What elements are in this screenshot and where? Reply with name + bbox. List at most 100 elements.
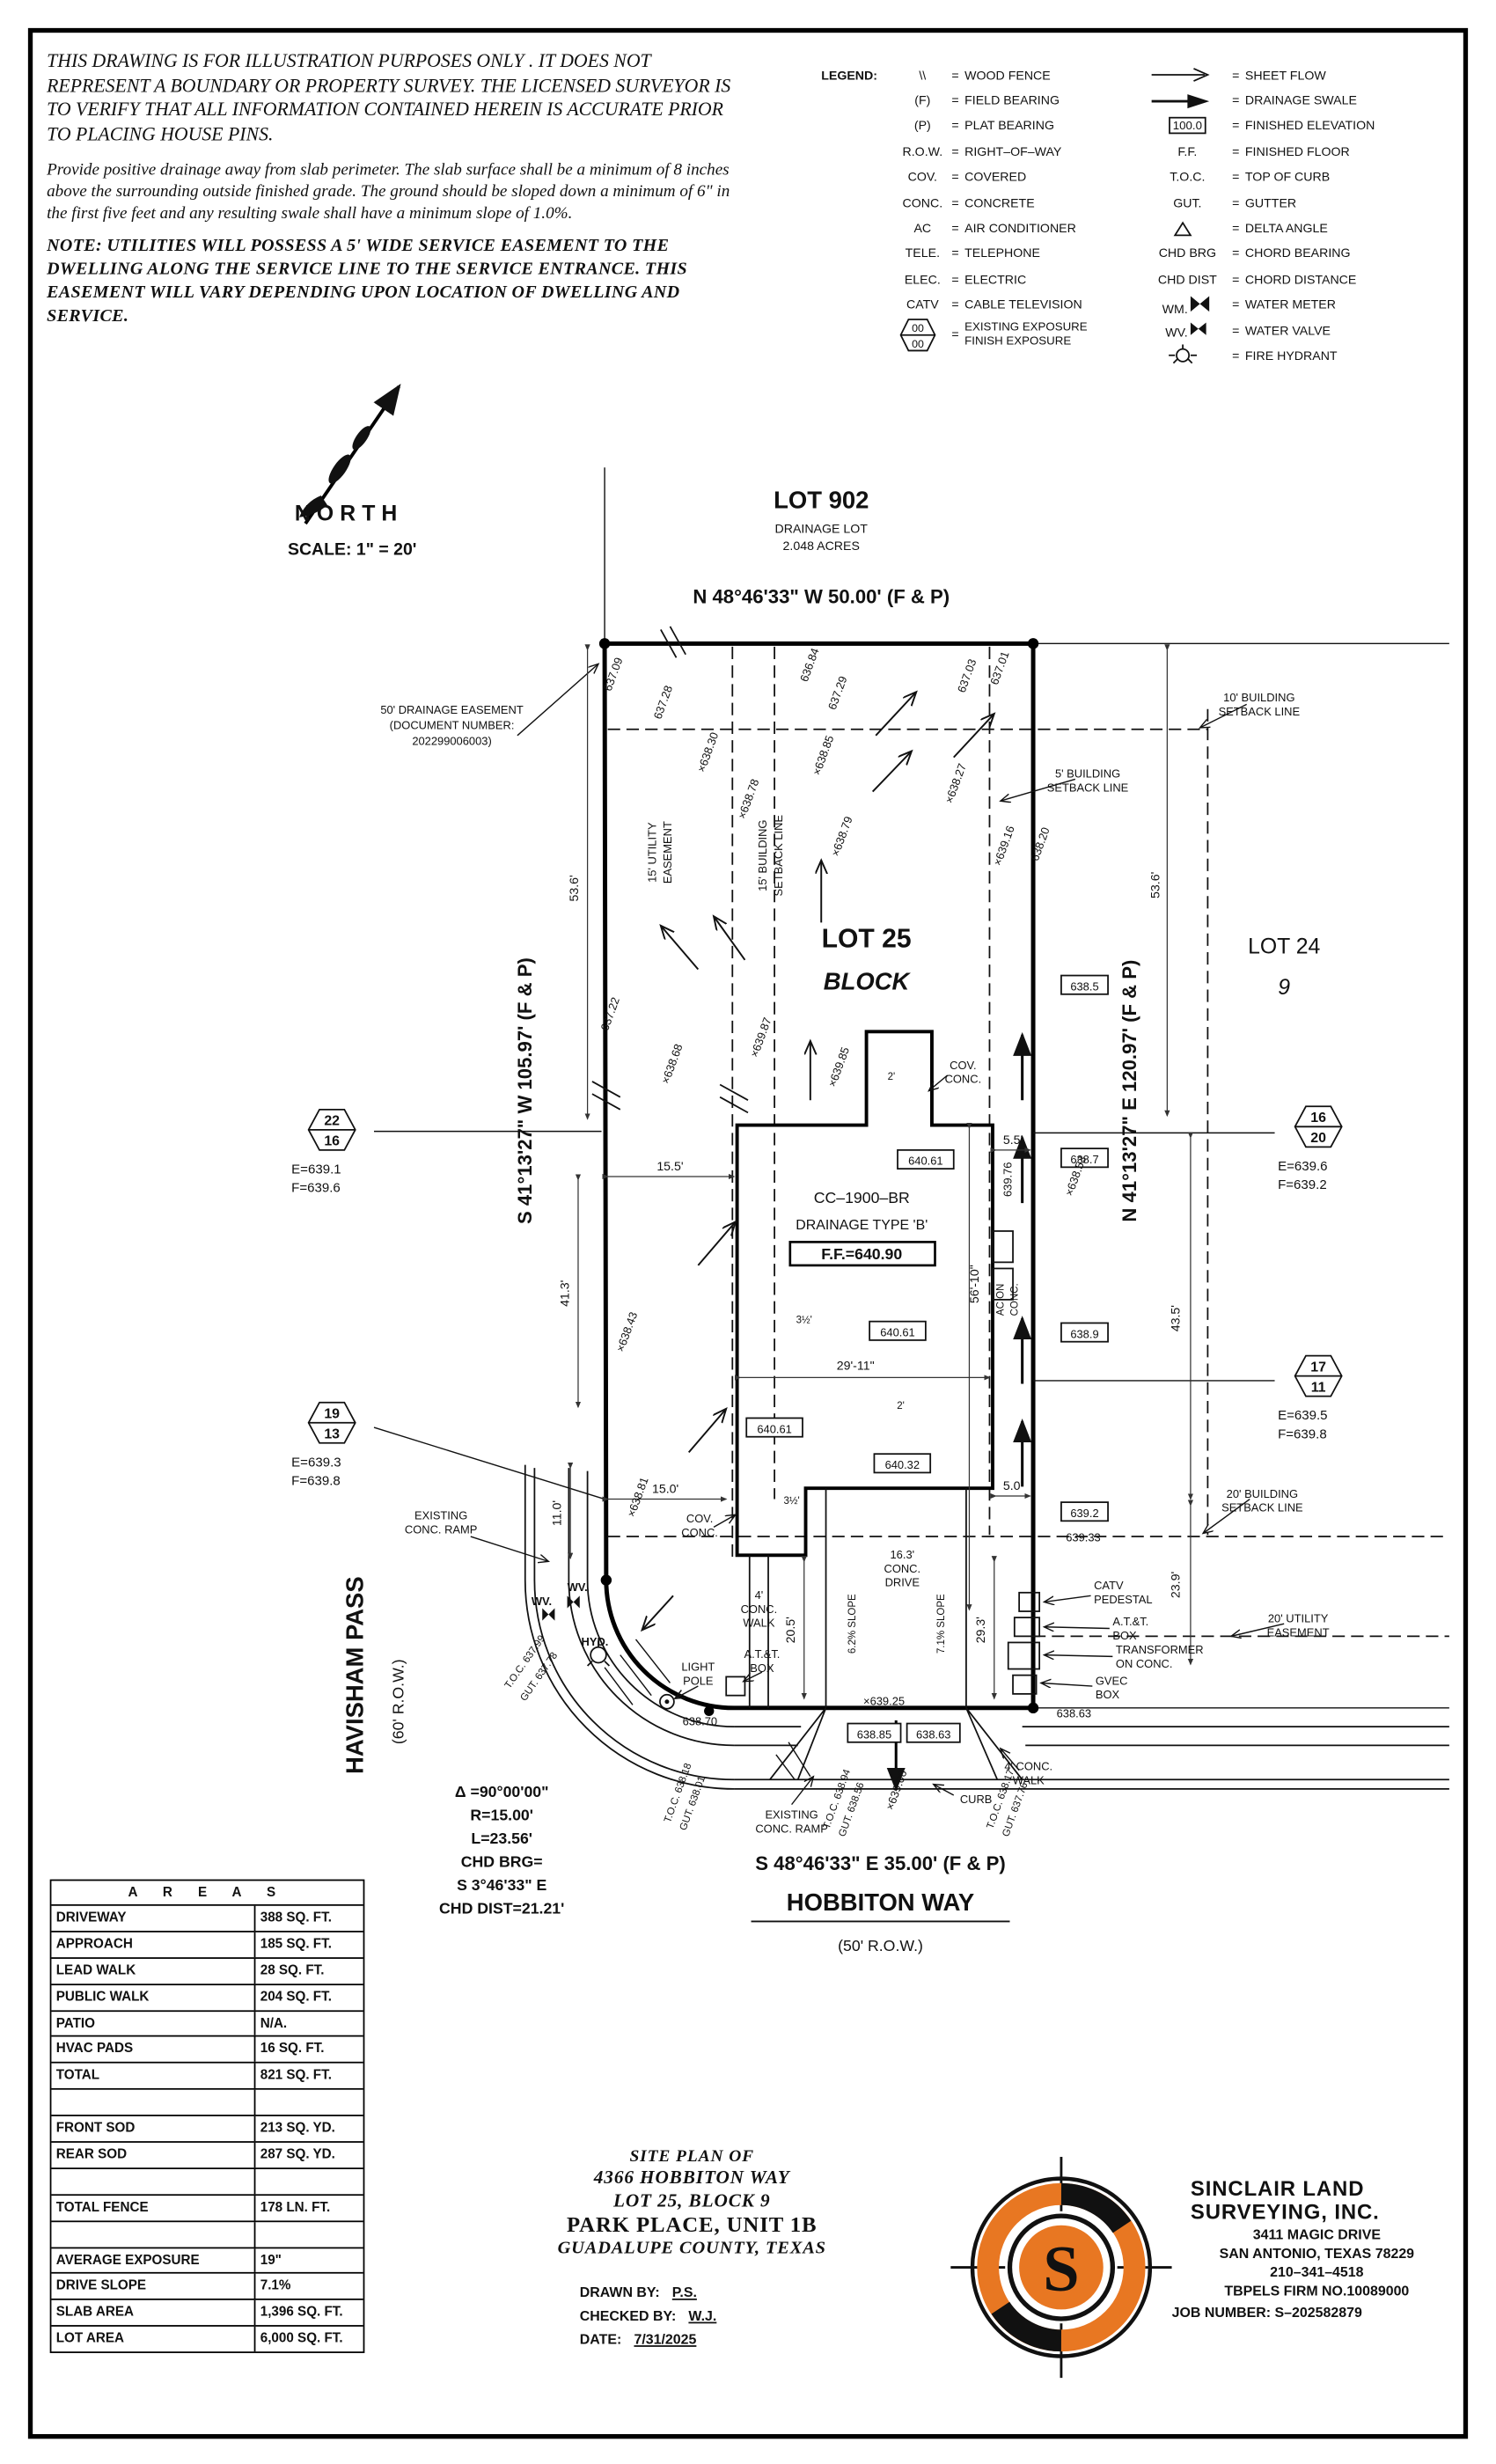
company-logo: S xyxy=(950,2156,1172,2379)
area-value xyxy=(255,2222,363,2247)
finished-elevation: 640.61 xyxy=(880,1325,914,1338)
drive-label: 16.3' xyxy=(891,1548,915,1561)
area-value: 821 SQ. FT. xyxy=(260,2066,332,2083)
area-key: TOTAL FENCE xyxy=(51,2195,256,2220)
att-box-icon xyxy=(725,1676,746,1697)
legend-left-column: LEGEND: \\ = WOOD FENCE (F)=FIELD BEARIN… xyxy=(821,62,1140,352)
hydrant-label: HYD. xyxy=(582,1635,609,1648)
equals-sign: = xyxy=(1232,195,1240,210)
legend-row: GUT.=GUTTER xyxy=(1148,190,1460,216)
legend-label: FIELD BEARING xyxy=(964,93,1060,108)
legend-row: R.O.W.=RIGHT–OF–WAY xyxy=(821,139,1140,165)
area-value: 28 SQ. FT. xyxy=(260,1962,325,1977)
svg-text:00: 00 xyxy=(912,322,924,334)
dimension: 41.3' xyxy=(558,1280,572,1307)
dimension: 23.9' xyxy=(1170,1572,1184,1598)
gvec-box-label: BOX xyxy=(1096,1688,1120,1701)
house-drainage-type: DRAINAGE TYPE 'B' xyxy=(796,1218,928,1233)
catv-pedestal-label: CATV xyxy=(1094,1579,1124,1592)
logo-letter: S xyxy=(1043,2233,1079,2306)
walk-label: CONC. xyxy=(741,1602,778,1616)
legend-row: COV.=COVERED xyxy=(821,165,1140,190)
block-label: BLOCK xyxy=(824,967,912,994)
curve-data: Δ =90°00'00" R=15.00' L=23.56' CHD BRG= … xyxy=(439,1783,564,1918)
drainage-easement-label: 50' DRAINAGE EASEMENT xyxy=(380,703,524,716)
water-valve-icon xyxy=(542,1608,555,1621)
legend-row: TELE.=TELEPHONE xyxy=(821,241,1140,267)
walk-label: WALK xyxy=(743,1617,774,1630)
area-key: PATIO xyxy=(51,2011,256,2036)
area-key: TOTAL xyxy=(51,2064,256,2089)
utility-symbols xyxy=(542,1591,1041,1710)
legend-symbol: T.O.C. xyxy=(1170,170,1206,185)
legend-label: CABLE TELEVISION xyxy=(964,297,1082,312)
dimension: 53.6' xyxy=(568,875,582,901)
legend-symbol: CHD BRG xyxy=(1158,246,1217,261)
spot-elevation: ×638.27 xyxy=(942,761,969,804)
finished-floor-elevation: F.F.=640.90 xyxy=(821,1245,902,1263)
equals-sign: = xyxy=(951,272,959,287)
legend-label: ELECTRIC xyxy=(964,272,1027,287)
drive-label: CONC. xyxy=(884,1562,921,1575)
company-name: SINCLAIR LAND xyxy=(1190,2176,1365,2201)
spot-elevation: 639.33 xyxy=(1066,1530,1100,1544)
company-firm-number: TBPELS FIRM NO.10089000 xyxy=(1224,2283,1410,2299)
water-valve-icon: WV. xyxy=(1148,321,1227,340)
easement-label: EASEMENT xyxy=(1267,1625,1330,1639)
dimension-lines xyxy=(568,644,1194,1700)
ac-label: AC ON xyxy=(995,1284,1006,1316)
svg-text:E=639.1: E=639.1 xyxy=(291,1162,341,1177)
water-meter-icon: WM. xyxy=(1148,294,1227,316)
legend-label: SHEET FLOW xyxy=(1244,68,1326,83)
svg-text:F=639.8: F=639.8 xyxy=(1278,1426,1327,1441)
svg-text:16: 16 xyxy=(1310,1111,1326,1126)
transformer-icon xyxy=(1007,1641,1041,1670)
legend-label: FINISHED ELEVATION xyxy=(1244,119,1375,134)
dimension: 29.3' xyxy=(974,1617,988,1643)
legend-label: FINISHED FLOOR xyxy=(1244,144,1350,159)
equals-sign: = xyxy=(951,119,959,134)
legend-label: PLAT BEARING xyxy=(964,119,1054,134)
area-key: DRIVEWAY xyxy=(51,1905,256,1931)
dimension: 56'-10" xyxy=(968,1265,982,1303)
curve-delta: Δ =90°00'00" xyxy=(455,1783,549,1800)
equals-sign: = xyxy=(951,68,959,83)
fire-hydrant-icon xyxy=(586,1640,611,1667)
legend-symbol: GUT. xyxy=(1173,195,1202,210)
lot902-acreage: 2.048 ACRES xyxy=(783,539,860,554)
delta-angle-icon xyxy=(1148,219,1227,238)
dimension: 5.5' xyxy=(1003,1133,1023,1148)
drawn-by-value: P.S. xyxy=(671,2284,697,2300)
legend-row: CHD DIST=CHORD DISTANCE xyxy=(1148,267,1460,292)
wood-fence-marks xyxy=(591,626,749,1114)
water-valve-label: WV. xyxy=(568,1580,588,1594)
legend-symbol: R.O.W. xyxy=(902,144,943,159)
equals-sign: = xyxy=(951,170,959,185)
spot-elevation: 637.28 xyxy=(651,684,676,721)
legend-label: TOP OF CURB xyxy=(1244,170,1331,185)
svg-text:13: 13 xyxy=(324,1426,340,1441)
equals-sign: = xyxy=(1232,144,1240,159)
gvec-box-label: GVEC xyxy=(1096,1674,1128,1687)
easement-label: 15' UTILITY xyxy=(646,822,659,883)
legend-symbol: F.F. xyxy=(1177,144,1198,159)
dimension: 15.0' xyxy=(652,1482,678,1496)
covered-concrete-label: COV. xyxy=(686,1512,713,1525)
finished-elevation: 638.9 xyxy=(1070,1327,1098,1340)
checked-by-label: CHECKED BY: xyxy=(579,2307,677,2324)
covered-concrete-label: CONC. xyxy=(681,1526,718,1539)
lot902-label: LOT 902 xyxy=(774,486,869,513)
spot-elevation: 637.29 xyxy=(825,674,850,711)
dimension: 2' xyxy=(888,1072,896,1082)
catv-pedestal-icon xyxy=(1018,1591,1041,1612)
east-bearing: N 41°13'27" E 120.97' (F & P) xyxy=(1118,960,1140,1222)
legend-row: CATV=CABLE TELEVISION xyxy=(821,292,1140,318)
legend-row: WV.=WATER VALVE xyxy=(1148,318,1460,343)
fire-hydrant-icon xyxy=(1148,345,1227,367)
area-key: SLAB AREA xyxy=(51,2300,256,2326)
